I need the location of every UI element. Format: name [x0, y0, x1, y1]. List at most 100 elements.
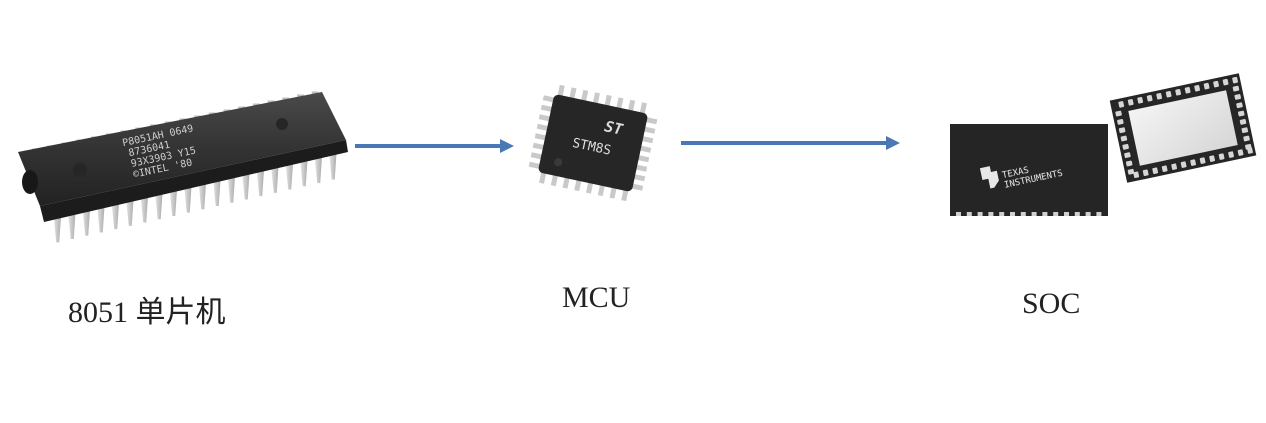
qfn-pad: [1209, 155, 1215, 162]
dip-pin: [154, 189, 163, 220]
qfn-pad: [1074, 212, 1080, 216]
qfn-pad: [1125, 160, 1133, 167]
qfn-pad: [1171, 163, 1178, 170]
qfn-top-body: [950, 124, 1108, 216]
dip-pin: [183, 182, 192, 213]
qfn-pad: [956, 212, 961, 216]
qfn-pad: [1203, 82, 1210, 90]
qfp-pin: [538, 114, 552, 122]
qfn-pad: [1118, 101, 1125, 108]
qfn-pad: [1165, 90, 1172, 98]
qfn-pad: [1180, 161, 1187, 168]
qfp-pin: [627, 99, 636, 113]
qfn-pad: [1127, 99, 1134, 106]
qfn-soc-chip-bottom: [1109, 73, 1257, 183]
dip-pin: [53, 212, 62, 243]
qfn-pad: [1146, 95, 1153, 102]
qfp-pin: [586, 180, 594, 194]
qfp-body: [538, 94, 648, 192]
qfn-soc-chip-top: TEXAS INSTRUMENTS: [950, 124, 1108, 216]
qfn-pad: [1152, 167, 1159, 174]
qfn-pad: [977, 212, 983, 216]
qfn-pad: [1232, 76, 1238, 84]
qfn-pad: [966, 212, 972, 216]
arrow-mcu-to-soc: [681, 136, 900, 150]
qfn-pad: [1020, 212, 1026, 216]
dip-dimple-left: [73, 163, 87, 177]
qfp-pin: [530, 152, 544, 160]
dip-pin: [299, 156, 308, 187]
dip-pin: [212, 176, 221, 207]
label-mcu: MCU: [562, 281, 631, 314]
qfp-pin: [574, 178, 582, 192]
qfp-pin: [638, 145, 652, 153]
qfp-pin: [534, 133, 548, 141]
qfn-pad: [1234, 94, 1242, 100]
qfn-pad: [1142, 169, 1149, 177]
qfn-pad: [1213, 80, 1219, 88]
qfp-pin: [639, 102, 647, 116]
qfn-pad: [1124, 152, 1131, 159]
qfn-pad: [1199, 157, 1206, 164]
dip-pin: [328, 149, 337, 180]
qfn-pad: [1156, 92, 1163, 100]
qfp-pin: [580, 89, 589, 103]
qfn-pad: [1120, 135, 1128, 142]
qfp-pin: [632, 173, 646, 182]
qfp-pin: [621, 188, 629, 202]
qfn-pad: [1031, 212, 1037, 216]
label-soc: SOC: [1022, 287, 1081, 320]
qfp-pin: [592, 92, 600, 106]
qfn-pad: [1218, 153, 1225, 160]
qfn-pad: [1238, 110, 1245, 117]
qfn-pad: [1115, 110, 1122, 117]
qfp-pin: [542, 95, 556, 103]
dip-pin: [270, 162, 279, 193]
qfp-brand-logo: ST: [603, 117, 625, 139]
qfn-pad: [1237, 149, 1244, 156]
dip-notch: [22, 170, 38, 194]
dip-pin: [67, 209, 76, 240]
qfn-pad: [1133, 171, 1140, 179]
qfn-pad: [1241, 127, 1249, 134]
qfp-pin: [569, 87, 577, 101]
qfn-pad: [1184, 86, 1191, 94]
arrow-dip-to-mcu: [355, 139, 514, 153]
qfn-pad: [1118, 127, 1126, 134]
qfn-pad: [1228, 151, 1234, 158]
qfn-pad: [1064, 212, 1069, 216]
dip-pin: [227, 172, 236, 203]
dip-pin: [198, 179, 207, 210]
dip-pin: [125, 195, 134, 226]
ti-logo-icon: [979, 166, 999, 189]
qfn-pad: [999, 212, 1005, 216]
qfn-pad: [1239, 119, 1247, 125]
qfp-pin: [550, 173, 559, 187]
qfp-pin: [528, 161, 542, 170]
qfn-pad: [1085, 212, 1091, 216]
dip-8051-chip: P8051AH 0649 8736041 93X3903 Y15 ©INTEL …: [18, 91, 348, 243]
dip-pin: [314, 152, 323, 183]
qfn-pad: [1096, 212, 1102, 216]
qfn-pad: [1010, 212, 1015, 216]
qfn-pad: [1175, 88, 1182, 96]
qfn-pad: [1194, 84, 1201, 92]
dip-pin: [111, 199, 120, 230]
qfn-pad: [988, 212, 994, 216]
qfn-pad: [1245, 143, 1252, 150]
qfp-pin: [532, 142, 546, 151]
dip-pin: [285, 159, 294, 190]
qfn-pad: [1053, 212, 1059, 216]
qfn-pad: [1137, 97, 1144, 104]
qfn-pad: [1232, 85, 1240, 92]
qfp-pin: [642, 126, 656, 134]
qfp-pin: [609, 185, 617, 199]
qfp-pin: [604, 94, 612, 108]
qfn-pad: [1127, 168, 1135, 175]
dip-body: [18, 92, 346, 206]
dip-pin: [256, 166, 265, 197]
dip-pin: [140, 192, 149, 223]
dip-pin: [96, 202, 105, 233]
